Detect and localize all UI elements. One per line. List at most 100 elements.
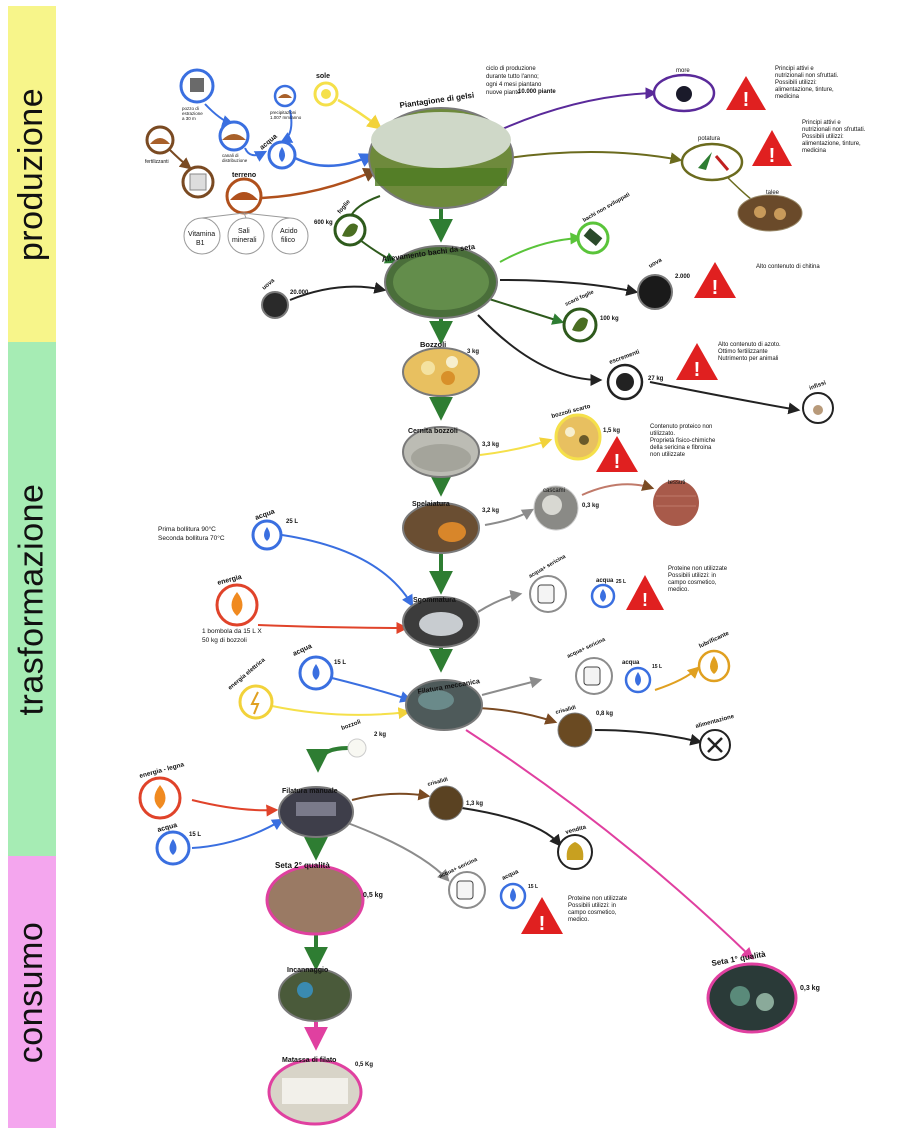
node-matassa[interactable]: Matassa di filato 0,5 Kg [267, 1057, 373, 1126]
output-cascami[interactable]: cascami 0,3 kg [533, 485, 599, 531]
node-seta-1[interactable]: Seta 1° qualità 0,3 kg [706, 949, 820, 1034]
svg-text:bozzoli: bozzoli [341, 719, 362, 732]
output-lubrificante[interactable]: lubrificante [697, 630, 731, 683]
svg-text:Possibili utilizzi:: Possibili utilizzi: [775, 80, 817, 86]
input-energia-sgommatura[interactable]: energia 1 bombola da 15 L X 50 kg di boz… [202, 574, 262, 644]
input-fertilizzanti[interactable]: fertilizzanti [145, 125, 175, 165]
svg-text:sole: sole [316, 73, 330, 80]
svg-text:2 kg: 2 kg [374, 732, 386, 738]
node-incannaggio[interactable]: Incannaggio [278, 967, 352, 1022]
node-spelaiatura[interactable]: Spelaiatura 3,2 kg [402, 501, 499, 554]
svg-text:Possibili utilizzi: in: Possibili utilizzi: in [568, 903, 616, 909]
output-acqua-sericina-2[interactable]: acqua+ sericina [566, 636, 613, 695]
svg-text:15 L: 15 L [189, 832, 201, 838]
output-potatura[interactable]: potatura [680, 136, 744, 182]
svg-text:acqua: acqua [622, 660, 640, 666]
svg-text:Proprietà fisico-chimiche: Proprietà fisico-chimiche [650, 438, 716, 444]
svg-text:a 30 m: a 30 m [182, 116, 196, 121]
output-talee[interactable]: talee [737, 190, 803, 232]
output-alimentazione[interactable]: alimentazione [695, 714, 736, 761]
input-foglie[interactable]: foglie 600 kg [314, 199, 367, 247]
output-vendita[interactable]: vendita [557, 825, 593, 870]
output-scarti-foglie[interactable]: scarti foglie 100 kg [562, 289, 619, 343]
svg-text:campo cosmetico,: campo cosmetico, [568, 910, 617, 916]
output-acqua-2[interactable]: acqua 15 L [622, 660, 662, 694]
cernita-title: Cernita bozzoli [408, 428, 458, 435]
svg-text:Prima bollitura 90°C: Prima bollitura 90°C [158, 525, 216, 533]
output-more[interactable]: more [652, 68, 716, 113]
svg-text:15 L: 15 L [528, 884, 538, 890]
node-sgommatura[interactable]: Sgommatura [402, 596, 480, 648]
svg-text:uova: uova [648, 257, 664, 270]
input-canali[interactable]: canali di distribuzione [218, 120, 250, 163]
output-acqua-3[interactable]: acqua 15 L [499, 869, 538, 910]
output-acqua-sericina-1[interactable]: acqua+ sericina [528, 553, 568, 613]
node-cernita[interactable]: Cernita bozzoli 3,3 kg [402, 426, 499, 478]
node-seta-2[interactable]: Seta 2° qualità 0,5 kg [265, 861, 383, 936]
svg-text:!: ! [769, 145, 776, 167]
output-bachi-non-sviluppati[interactable]: bachi non sviluppati [576, 192, 631, 255]
svg-text:cascami: cascami [543, 488, 565, 494]
svg-text:lubrificante: lubrificante [698, 630, 730, 649]
input-bozzoli-manuale[interactable]: bozzoli 2 kg [341, 719, 387, 758]
input-pozzo[interactable]: pozzo di estrazione a 30 m [179, 68, 215, 121]
svg-text:!: ! [539, 913, 546, 935]
input-sole[interactable]: sole [313, 73, 339, 107]
svg-text:utilizzato.: utilizzato. [650, 431, 675, 437]
input-acqua-prod[interactable]: acqua [259, 133, 297, 170]
output-crisalidi-1[interactable]: crisalidi 0,8 kg [555, 705, 613, 748]
svg-text:acqua+ sericina: acqua+ sericina [566, 636, 607, 659]
svg-text:1.007 mm/anno: 1.007 mm/anno [270, 115, 302, 120]
svg-text:27 kg: 27 kg [648, 376, 664, 382]
output-infissi[interactable]: infissi [802, 380, 834, 424]
output-bozzoli-scarto[interactable]: bozzoli scarto 1,5 kg [551, 404, 620, 461]
node-filatura-meccanica[interactable]: Filatura meccanica [405, 678, 483, 731]
output-tessuti[interactable]: tessuti [653, 480, 699, 526]
sgommatura-title: Sgommatura [413, 597, 456, 604]
input-terreno-bag [181, 165, 215, 199]
warning-potatura: ! Principi attivi e nutrizionali non sfr… [752, 120, 866, 167]
warning-uova: ! Alto contenuto di chitina [694, 262, 820, 299]
node-filatura-manuale[interactable]: Filatura manuale [278, 786, 354, 838]
piantagione-note-1: ciclo di produzione [486, 66, 536, 72]
output-crisalidi-2[interactable]: crisalidi 1,3 kg [427, 777, 483, 821]
svg-text:25 L: 25 L [616, 579, 626, 585]
output-acqua-1[interactable]: acqua 25 L [590, 578, 626, 609]
nutrient-vitamina-2: B1 [196, 240, 205, 247]
svg-text:!: ! [743, 89, 750, 111]
svg-text:crisalidi: crisalidi [555, 705, 577, 716]
svg-text:20.000: 20.000 [290, 290, 309, 296]
svg-text:25 L: 25 L [286, 519, 298, 525]
warning-sericina-1: ! Proteine non utilizzate Possibili util… [626, 566, 728, 610]
svg-text:Alto contenuto di chitina: Alto contenuto di chitina [756, 264, 820, 270]
input-energia-elettrica[interactable]: energia elettrica [227, 657, 274, 720]
input-terreno[interactable]: terreno [225, 172, 263, 215]
svg-text:medicina: medicina [775, 94, 800, 100]
main-flow-arrows [304, 207, 453, 971]
input-acqua-meccanica[interactable]: acqua 15 L [292, 643, 346, 691]
svg-text:medico.: medico. [568, 917, 589, 923]
svg-text:Principi attivi e: Principi attivi e [775, 66, 814, 72]
flow-arrow-bozzoli-manual [306, 746, 349, 773]
input-energia-legna[interactable]: energia - legna [138, 761, 185, 820]
input-uova[interactable]: uova 20.000 [261, 278, 309, 319]
matassa-title: Matassa di filato [282, 1057, 336, 1064]
input-acqua-sgommatura[interactable]: acqua 25 L Prima bollitura 90°C Seconda … [158, 508, 298, 551]
svg-text:!: ! [642, 590, 648, 610]
node-allevamento[interactable]: Allevamento bachi da seta [381, 242, 498, 319]
node-bozzoli[interactable]: Bozzoli 3 kg [402, 340, 480, 397]
svg-text:Possibili utilizzi:: Possibili utilizzi: [802, 134, 844, 140]
output-uova[interactable]: uova 2.000 [637, 257, 691, 310]
svg-text:15 L: 15 L [652, 664, 662, 670]
node-piantagione[interactable]: Piantagione di gelsi 10.000 piante ciclo… [368, 66, 556, 209]
svg-text:600 kg: 600 kg [314, 220, 333, 226]
bozzoli-title: Bozzoli [420, 340, 446, 349]
svg-text:50 kg di bozzoli: 50 kg di bozzoli [202, 637, 247, 644]
input-acqua-manuale[interactable]: acqua 15 L [155, 822, 202, 866]
svg-text:terreno: terreno [232, 172, 256, 179]
svg-text:Proteine non utilizzate: Proteine non utilizzate [568, 896, 628, 902]
output-acqua-sericina-3[interactable]: acqua+ sericina [438, 856, 486, 909]
spelaiatura-value: 3,2 kg [482, 508, 499, 514]
input-precipitazioni[interactable]: precipitazioni 1.007 mm/anno [270, 84, 302, 120]
output-escrementi[interactable]: escrementi 27 kg [606, 349, 664, 401]
